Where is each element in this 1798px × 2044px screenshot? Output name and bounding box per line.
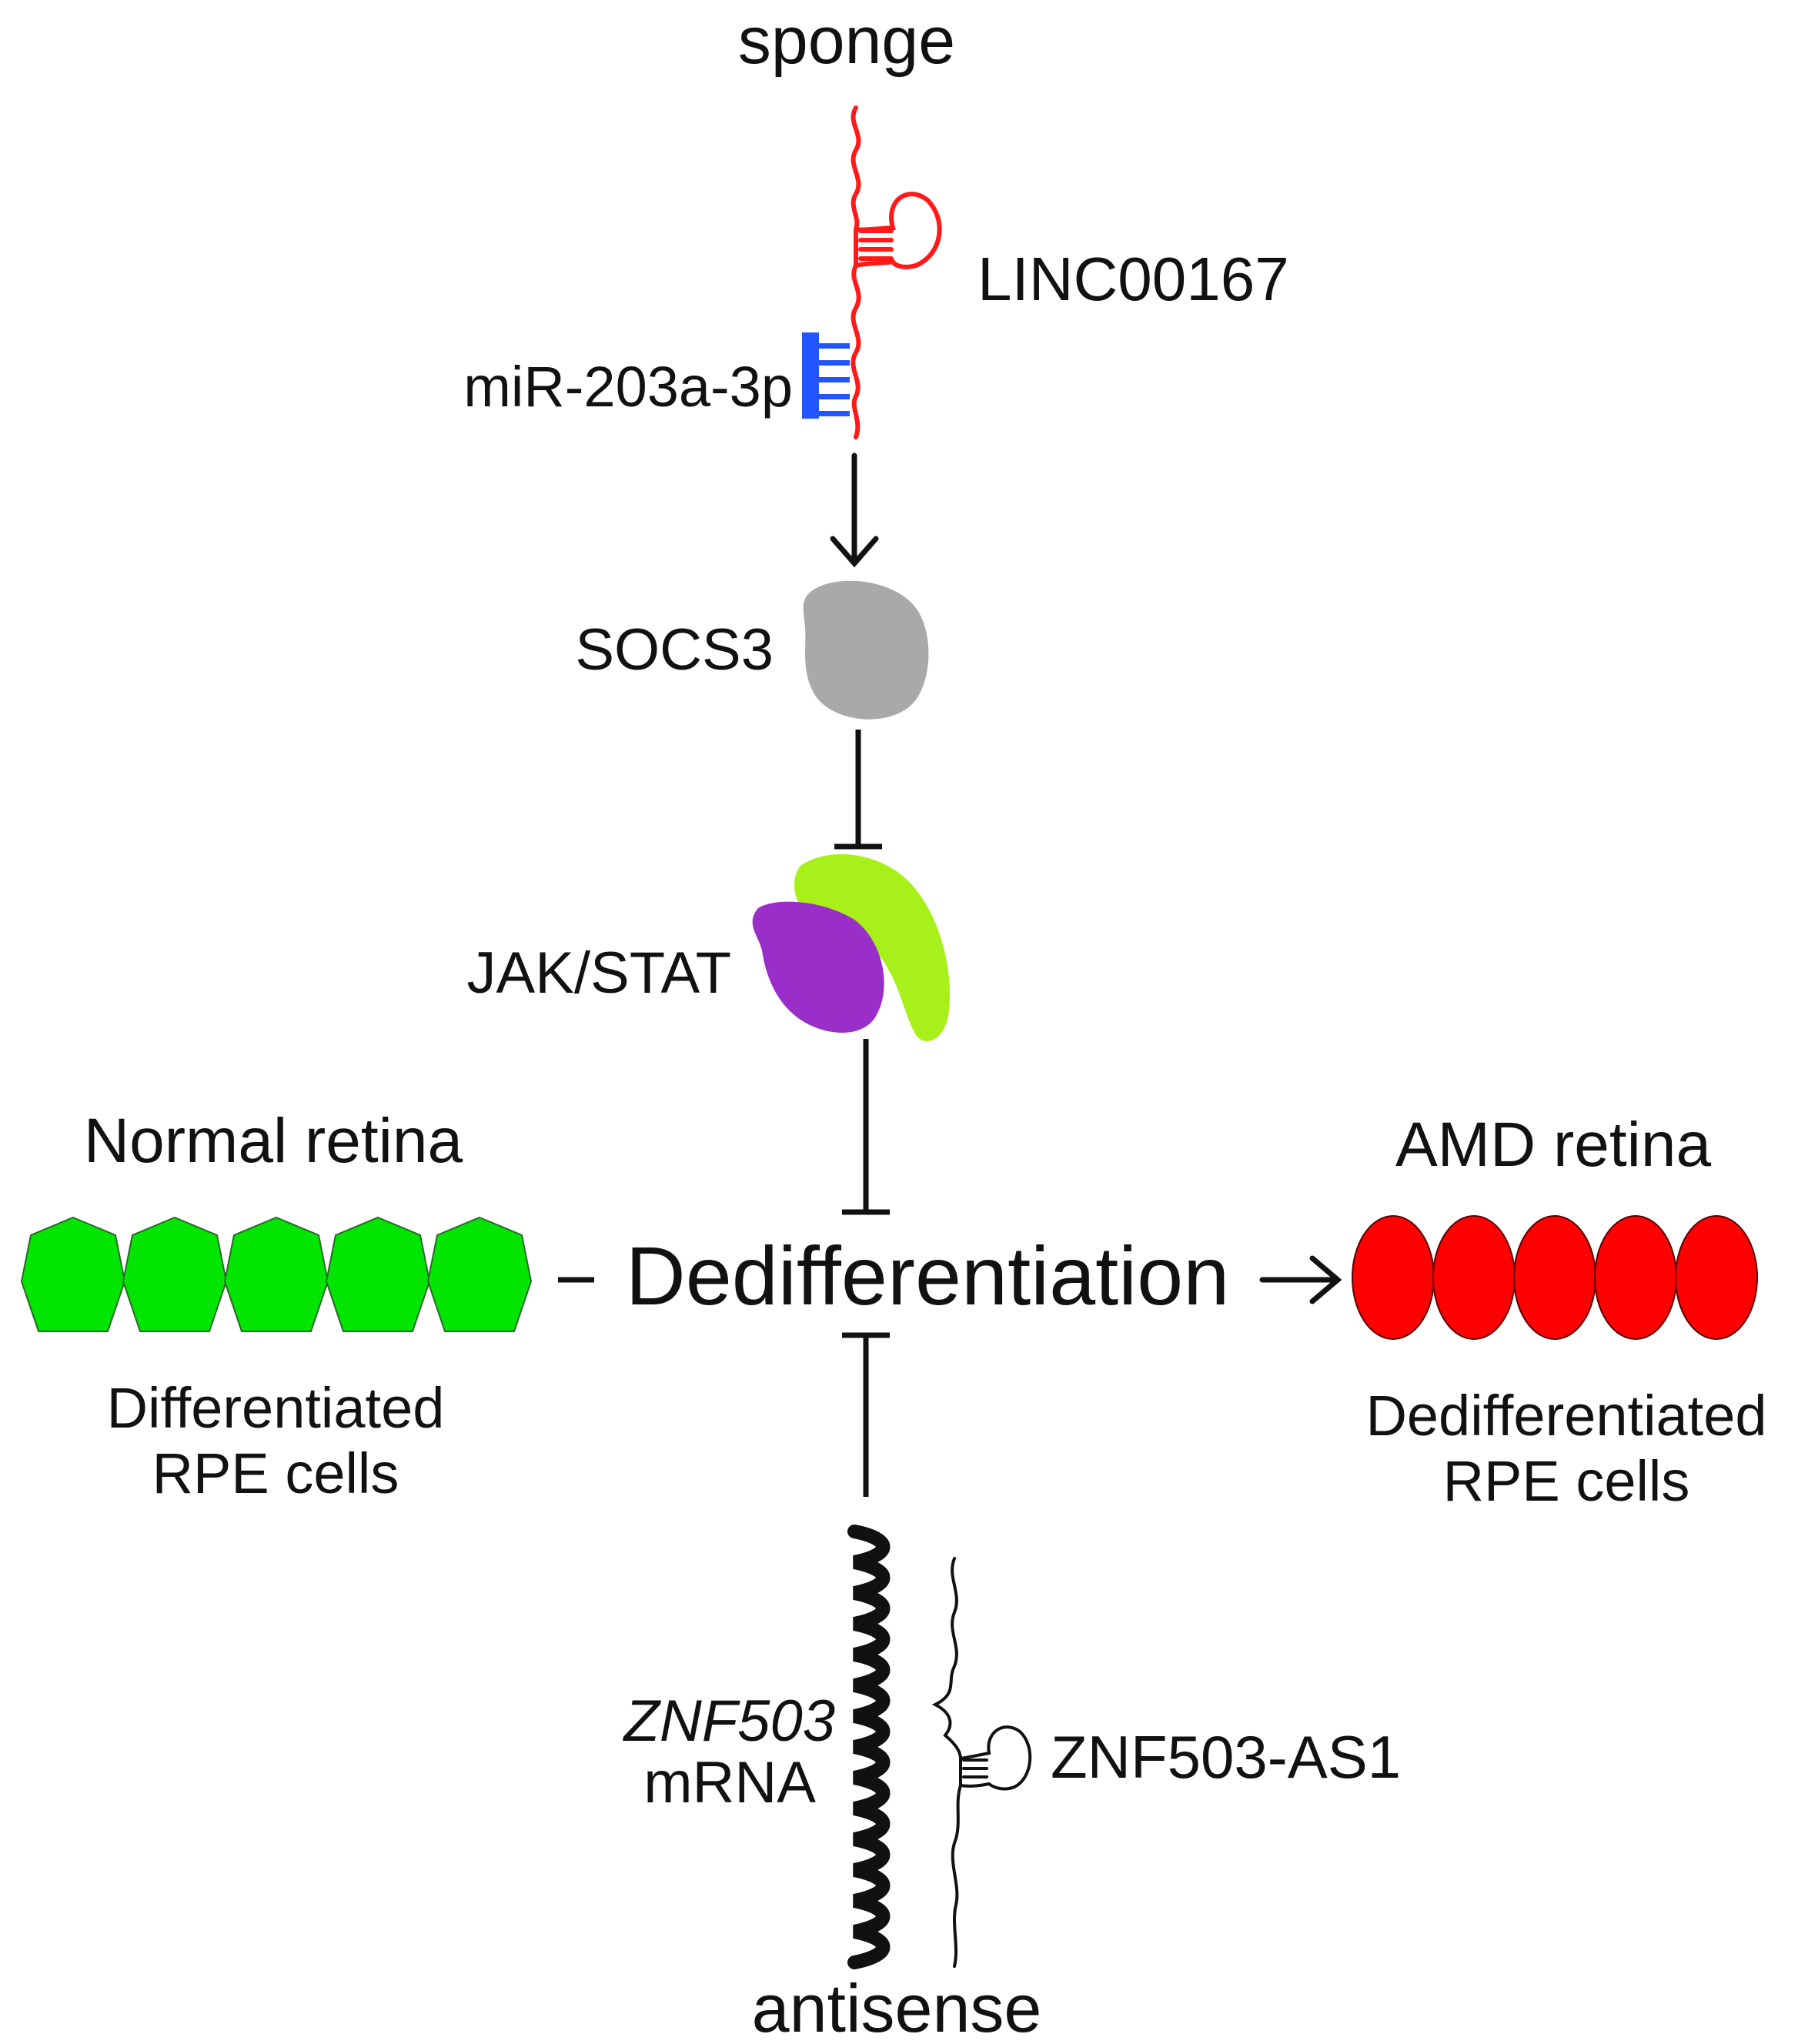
inhibition-znf503-to-dediff xyxy=(842,1332,890,1497)
mir-203a-3p-label: miR-203a-3p xyxy=(463,355,793,419)
socs3-protein-icon xyxy=(803,580,929,720)
znf503-as1-rna-icon xyxy=(931,1557,1032,1968)
normal-retina-title: Normal retina xyxy=(84,1106,463,1176)
oval-cell-icon xyxy=(1594,1215,1677,1340)
inhibition-socs3-to-jakstat xyxy=(834,730,882,850)
dedifferentiated-label-line1: Dedifferentiated xyxy=(1365,1384,1766,1448)
jak-stat-complex-icon xyxy=(752,854,951,1041)
hexagon-cell-icon xyxy=(325,1216,431,1332)
differentiated-label-line2: RPE cells xyxy=(152,1441,399,1505)
hexagon-cell-icon xyxy=(20,1216,126,1332)
amd-rpe-cells xyxy=(1352,1215,1758,1340)
socs3-label: SOCS3 xyxy=(575,617,774,683)
antisense-label: antisense xyxy=(752,1970,1042,2044)
dedifferentiated-label-line2: RPE cells xyxy=(1443,1449,1690,1513)
hexagon-cell-icon xyxy=(223,1216,329,1332)
znf503-mrna-label: mRNA xyxy=(643,1750,816,1815)
hexagon-cell-icon xyxy=(426,1216,533,1332)
inhibition-jakstat-to-dediff xyxy=(842,1039,890,1215)
normal-rpe-cells xyxy=(20,1216,533,1332)
amd-retina-title: AMD retina xyxy=(1395,1110,1712,1180)
hexagon-cell-icon xyxy=(122,1216,228,1332)
mirna-comb-icon xyxy=(802,332,850,419)
znf503-as1-label: ZNF503-AS1 xyxy=(1051,1723,1401,1791)
linc00167-rna-icon xyxy=(851,105,942,439)
sponge-label: sponge xyxy=(738,4,955,78)
oval-cell-icon xyxy=(1513,1215,1596,1340)
mrna-coil-icon xyxy=(847,1525,891,1969)
jak-stat-label: JAK/STAT xyxy=(467,940,731,1006)
oval-cell-icon xyxy=(1432,1215,1516,1340)
oval-cell-icon xyxy=(1352,1215,1435,1340)
znf503-gene-label: ZNF503 xyxy=(622,1688,835,1754)
arrow-to-amd xyxy=(1259,1255,1342,1304)
linc00167-label: LINC00167 xyxy=(978,245,1289,313)
oval-cell-icon xyxy=(1675,1215,1758,1340)
activation-arrow-to-socs3 xyxy=(830,453,879,568)
differentiated-label-line1: Differentiated xyxy=(107,1376,445,1440)
dedifferentiation-label: Dedifferentiation xyxy=(626,1229,1230,1322)
